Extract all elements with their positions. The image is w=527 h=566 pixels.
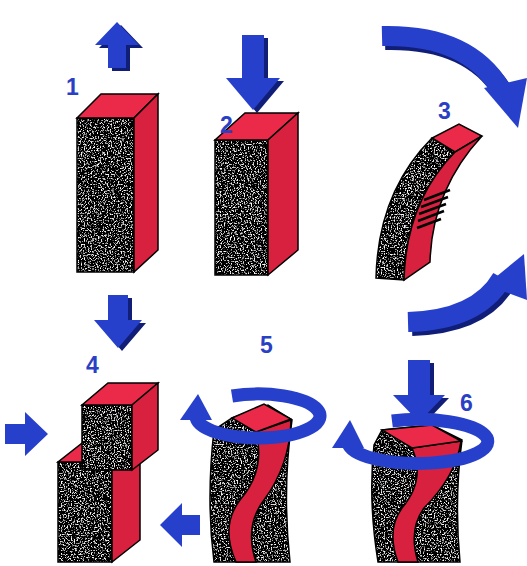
shear-arrow-left	[160, 503, 200, 547]
arrow-head	[180, 394, 212, 420]
block-front	[77, 118, 134, 272]
block-top	[232, 404, 291, 432]
callout-number: 3	[438, 100, 451, 123]
torsion-arrow	[196, 394, 320, 438]
block-front	[82, 405, 132, 470]
block-side	[132, 383, 158, 470]
bending-arrow-top	[382, 36, 500, 88]
arrow-head	[486, 254, 527, 300]
block-front	[58, 462, 112, 562]
callout-number: 5	[260, 334, 273, 357]
callout-number: 2	[220, 114, 233, 137]
block-top	[382, 425, 461, 448]
compression-specimen	[215, 35, 298, 275]
block-outline	[82, 405, 132, 470]
block-outline	[77, 118, 134, 272]
block-outline	[215, 140, 268, 275]
tension-specimen	[77, 22, 158, 272]
callout-number: 6	[460, 392, 473, 415]
compression-arrow	[226, 35, 280, 110]
arrow-head	[484, 78, 527, 128]
torsion-specimen	[180, 394, 320, 562]
arrow-head	[332, 420, 364, 448]
shear-arrow-right	[5, 412, 48, 456]
compression-wrinkles	[417, 190, 450, 228]
block-outline	[58, 462, 112, 562]
block-side	[134, 94, 158, 272]
block-side	[268, 113, 298, 275]
shear-specimen	[5, 295, 200, 562]
callout-number: 1	[66, 76, 79, 99]
torsion-arrow	[348, 419, 488, 463]
block-outline	[372, 425, 462, 562]
block-top	[432, 124, 482, 152]
tension-arrow	[95, 22, 139, 68]
block-body	[372, 425, 462, 562]
shear-arrow-down	[94, 295, 142, 348]
block-side	[404, 136, 482, 280]
combined-specimen	[332, 360, 488, 562]
block-front	[215, 140, 268, 275]
callout-number: 4	[86, 354, 99, 377]
bending-specimen	[376, 36, 527, 326]
compression-arrow	[393, 360, 445, 422]
